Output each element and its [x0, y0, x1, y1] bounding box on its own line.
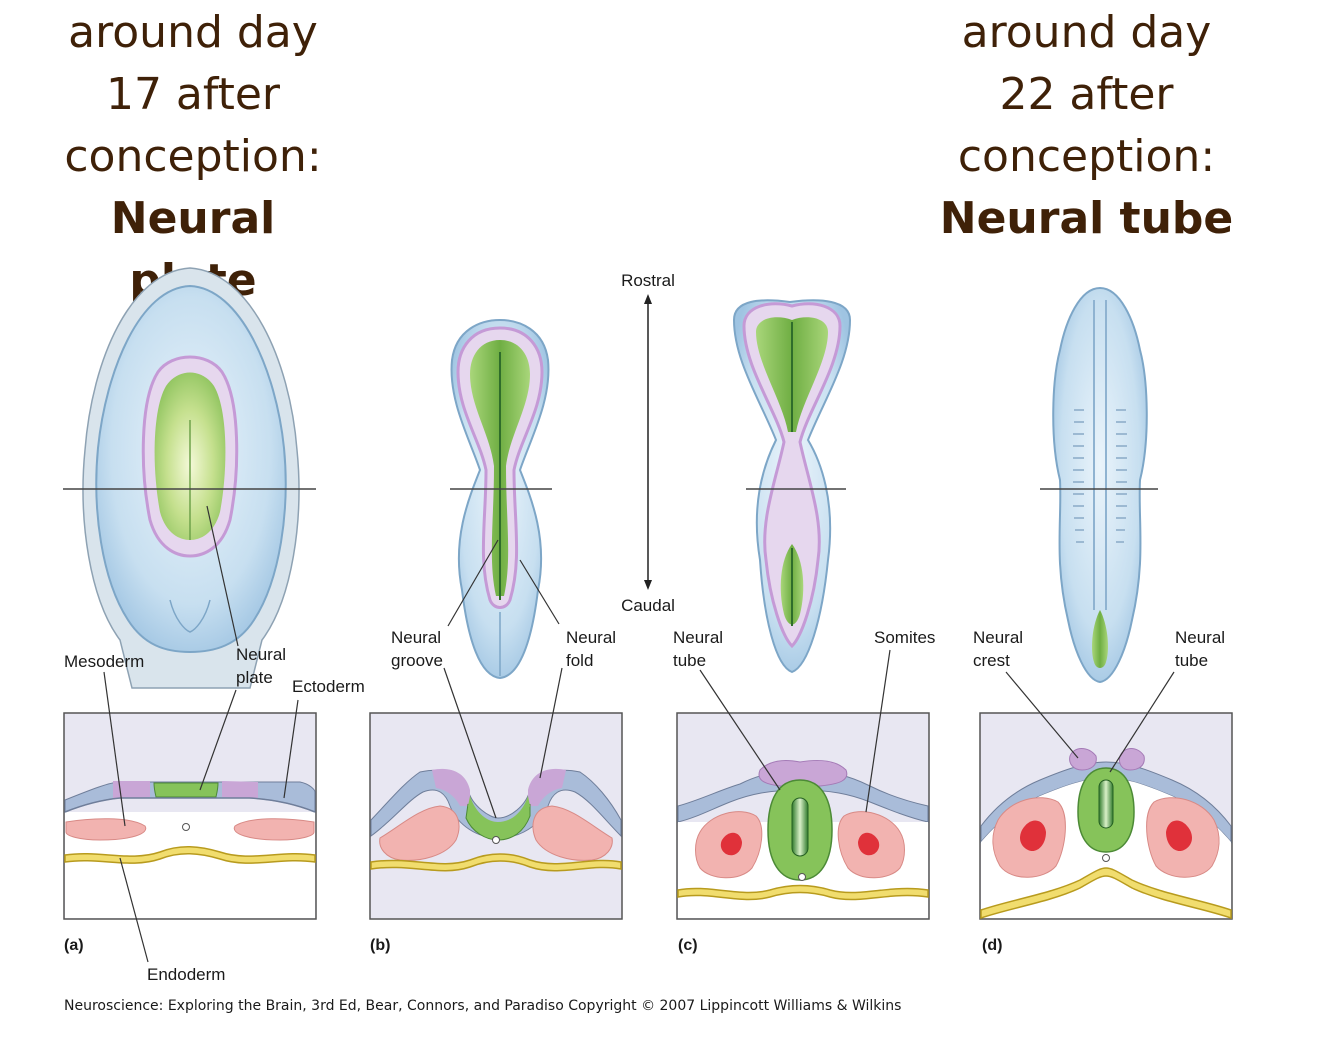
right-heading-line-3: conception: — [957, 131, 1216, 182]
neural-groove-label-2: groove — [391, 651, 443, 670]
neural-tube-d-label-2: tube — [1175, 651, 1208, 670]
panel-c-letter: (c) — [678, 937, 698, 954]
panel-b-letter: (b) — [370, 937, 390, 954]
source-credit: Neuroscience: Exploring the Brain, 3rd E… — [64, 998, 902, 1014]
endoderm-label: Endoderm — [147, 965, 225, 984]
rostral-caudal-axis: Rostral Caudal — [621, 271, 675, 615]
right-heading-title: Neural tube — [939, 193, 1234, 244]
right-heading-line-2: 22 after — [999, 69, 1174, 120]
neural-crest-label-2: crest — [973, 651, 1010, 670]
neural-plate-label-1: Neural — [236, 645, 286, 664]
somite-beads-d — [1073, 409, 1127, 543]
embryo-d — [1052, 286, 1148, 684]
neural-plate-label-2: plate — [236, 668, 273, 687]
left-heading-line-2: 17 after — [105, 69, 281, 120]
ectoderm-label: Ectoderm — [292, 677, 365, 696]
leader-lines — [103, 505, 1175, 963]
rostral-label: Rostral — [621, 271, 675, 290]
labels: Mesoderm Neural plate Ectoderm Endoderm … — [64, 628, 1225, 984]
neural-crest-label-1: Neural — [973, 628, 1023, 647]
caudal-label: Caudal — [621, 596, 675, 615]
right-heading-line-1: around day — [961, 7, 1212, 58]
neural-tube-c-label-1: Neural — [673, 628, 723, 647]
embryo-b — [450, 318, 550, 680]
neural-tube-c-label-2: tube — [673, 651, 706, 670]
neural-tube-d-label-1: Neural — [1175, 628, 1225, 647]
neural-fold-label-1: Neural — [566, 628, 616, 647]
somites-label: Somites — [874, 628, 935, 647]
embryo-c — [732, 299, 852, 674]
left-heading-line-3: conception: — [64, 131, 322, 182]
neural-fold-label-2: fold — [566, 651, 593, 670]
embryo-a — [82, 267, 300, 689]
cross-section-b — [369, 712, 623, 920]
mesoderm-label: Mesoderm — [64, 652, 144, 671]
left-heading-line-1: around day — [68, 7, 318, 58]
cross-section-d — [979, 712, 1233, 920]
cross-section-a — [63, 712, 317, 920]
neural-groove-label-1: Neural — [391, 628, 441, 647]
panel-a-letter: (a) — [64, 937, 84, 954]
panel-d-letter: (d) — [982, 937, 1002, 954]
cross-section-c — [676, 712, 930, 920]
right-heading: around day 22 after conception: Neural t… — [935, 2, 1238, 250]
